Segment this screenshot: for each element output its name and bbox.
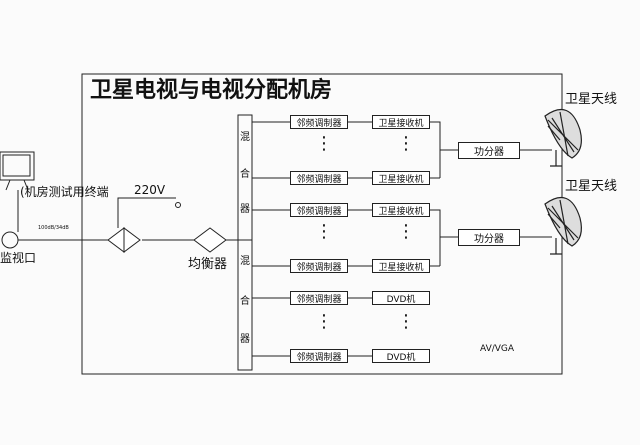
modulator-box: 邻频调制器 [290, 259, 348, 273]
ellipsis-dots: ⋮ [315, 133, 333, 154]
modulator-box: 邻频调制器 [290, 115, 348, 129]
power-line [117, 197, 176, 228]
ellipsis-dots: ⋮ [397, 311, 415, 332]
mixer-upper-char-1: 混 [240, 132, 250, 143]
satellite-receiver-box: 卫星接收机 [372, 259, 430, 273]
dvd-player-box: DVD机 [372, 291, 430, 305]
power-plug [175, 202, 181, 208]
level-label: 100dB/34dB [38, 225, 69, 231]
dvd-player-box: DVD机 [372, 349, 430, 363]
mixer-lower-char-3: 器 [240, 334, 250, 345]
balancer-label: 均衡器 [188, 257, 228, 272]
power-label: 220V [134, 183, 166, 197]
diagram-title: 卫星电视与电视分配机房 [90, 78, 333, 103]
modulator-box: 邻频调制器 [290, 291, 348, 305]
ellipsis-dots: ⋮ [397, 221, 415, 242]
monitor-port-socket [1, 231, 19, 249]
mixer-upper-char-3: 器 [240, 204, 250, 215]
ellipsis-dots: ⋮ [397, 133, 415, 154]
mixer-lower-column [237, 239, 253, 371]
ellipsis-dots: ⋮ [315, 221, 333, 242]
balancer-diamond [193, 227, 227, 253]
mixer-upper-char-2: 合 [240, 169, 250, 180]
ellipsis-dots: ⋮ [315, 311, 333, 332]
satellite-antenna-label: 卫星天线 [565, 92, 618, 107]
amplifier-left-triangle [107, 227, 125, 253]
receivers-to-splitter-upper [430, 121, 458, 179]
satellite-dish-upper [544, 108, 582, 167]
test-terminal-label: (机房测试用终端 [20, 185, 109, 199]
mixer-to-modulator-lines [252, 121, 290, 357]
tv-set [0, 151, 35, 181]
power-splitter-box: 功分器 [458, 142, 520, 159]
power-splitter-box: 功分器 [458, 229, 520, 246]
tv-stand [5, 179, 29, 191]
satellite-receiver-box: 卫星接收机 [372, 203, 430, 217]
modulator-box: 邻频调制器 [290, 349, 348, 363]
satellite-receiver-box: 卫星接收机 [372, 115, 430, 129]
mixer-lower-char-1: 混 [240, 256, 250, 267]
satellite-antenna-label: 卫星天线 [565, 179, 618, 194]
satellite-receiver-box: 卫星接收机 [372, 171, 430, 185]
amplifier-right-triangle [123, 227, 141, 253]
mixer-lower-char-2: 合 [240, 296, 250, 307]
receivers-to-splitter-lower [430, 209, 458, 267]
av-vga-label: AV/VGA [480, 344, 515, 354]
modulator-to-source-lines [348, 121, 372, 357]
monitor-port-label: 监视口 [0, 251, 37, 265]
modulator-box: 邻频调制器 [290, 171, 348, 185]
satellite-dish-lower [544, 196, 582, 255]
modulator-box: 邻频调制器 [290, 203, 348, 217]
tv-screen [2, 154, 31, 177]
